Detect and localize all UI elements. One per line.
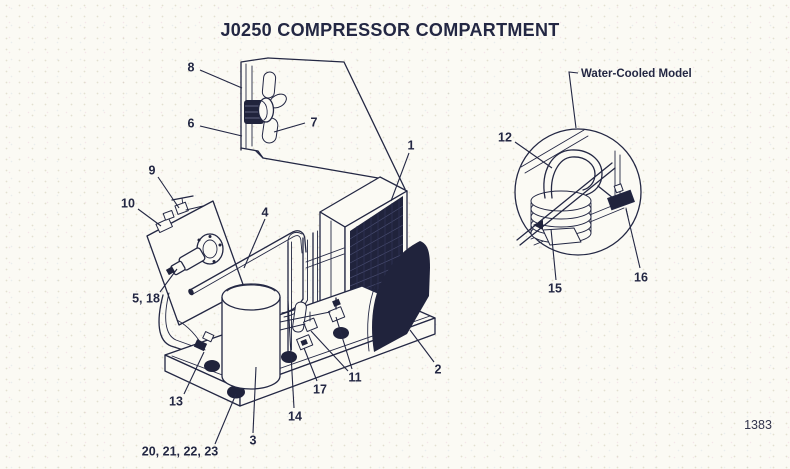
rubber-feet: [204, 327, 349, 399]
fan-assembly: [240, 57, 406, 190]
callout-leader-16: [625, 208, 641, 269]
compartment-panel-outline-bottom: [255, 150, 379, 179]
callout-leader-2: [409, 329, 435, 363]
callout-label-12: 12: [498, 131, 512, 145]
callout-leader-4: [243, 218, 266, 269]
callout-leader-11: [310, 330, 349, 372]
panel-bracket: [155, 217, 173, 233]
callout-label-5-18: 5, 18: [132, 292, 160, 306]
flow-arrow: [533, 220, 543, 230]
tube-clamp: [193, 339, 208, 352]
fan-spinner: [257, 97, 275, 123]
callout-label-6: 6: [188, 117, 195, 131]
figure-number: 1383: [744, 418, 772, 432]
callout-label-4: 4: [262, 206, 269, 220]
callout-leader-7: [273, 122, 306, 133]
compartment-panel-outline-top: [267, 57, 406, 190]
callout-label-10: 10: [121, 197, 135, 211]
callout-label-14: 14: [288, 410, 302, 424]
fan-blade-top: [261, 71, 277, 99]
electrical-panel-assembly: [146, 195, 246, 326]
callout-label-11: 11: [348, 371, 361, 385]
callout-label-20-21-22-23: 20, 21, 22, 23: [142, 445, 219, 459]
callout-label-3: 3: [250, 434, 257, 448]
callout-label-2: 2: [435, 363, 442, 377]
compressor: [221, 283, 281, 390]
callout-leader-3: [252, 366, 257, 434]
callout-label-9: 9: [149, 164, 156, 178]
callout-leader-6: [199, 125, 243, 137]
refrigerant-lines-cluster: [176, 231, 346, 353]
air-deflector-panel: [372, 241, 430, 352]
service-valve: [328, 306, 346, 323]
fan-bracket: [240, 57, 269, 151]
callout-label-13: 13: [169, 395, 183, 409]
water-cooled-detail: [514, 128, 642, 256]
callout-leader-13: [183, 351, 205, 395]
air-deflector: [367, 241, 430, 352]
callout-leader-5-18: [159, 268, 178, 293]
callout-leader-11: [335, 316, 353, 370]
callout-leader-20-21-22-23: [214, 393, 237, 445]
valve-body: [174, 201, 189, 215]
callout-leader-12: [514, 141, 553, 169]
discharge-tube: [189, 230, 307, 291]
compressor-top: [221, 283, 281, 311]
valve-handle: [171, 195, 194, 201]
fan-bracket-foot: [240, 147, 264, 159]
callout-label-15: 15: [548, 282, 562, 296]
service-valve: [302, 317, 318, 333]
frame-rail: [158, 294, 224, 364]
callout-label-7: 7: [311, 116, 318, 130]
callout-leader-1: [390, 152, 410, 202]
page-title: J0250 COMPRESSOR COMPARTMENT: [220, 20, 559, 40]
water-cooled-model-label: Water-Cooled Model: [581, 68, 692, 80]
callout-label-16: 16: [634, 271, 648, 285]
water-tube: [516, 162, 613, 241]
rubber-foot: [281, 351, 297, 363]
rubber-foot: [204, 360, 220, 372]
water-cooled-leader: [568, 71, 579, 129]
callout-leader-10: [137, 208, 162, 227]
callout-leader-9: [157, 176, 180, 209]
callout-label-1: 1: [408, 139, 415, 153]
water-valve-fitting: [607, 189, 635, 211]
discharge-tube-and-frame: [158, 230, 307, 364]
callout-leader-17: [303, 347, 318, 382]
callout-leader-14: [287, 300, 295, 409]
callout-label-8: 8: [188, 61, 195, 75]
callout-label-17: 17: [313, 383, 327, 397]
compressor-shell: [221, 297, 281, 390]
callout-leader-15: [550, 228, 557, 281]
callout-leader-8: [199, 69, 243, 89]
coil-base-bracket: [542, 227, 582, 246]
